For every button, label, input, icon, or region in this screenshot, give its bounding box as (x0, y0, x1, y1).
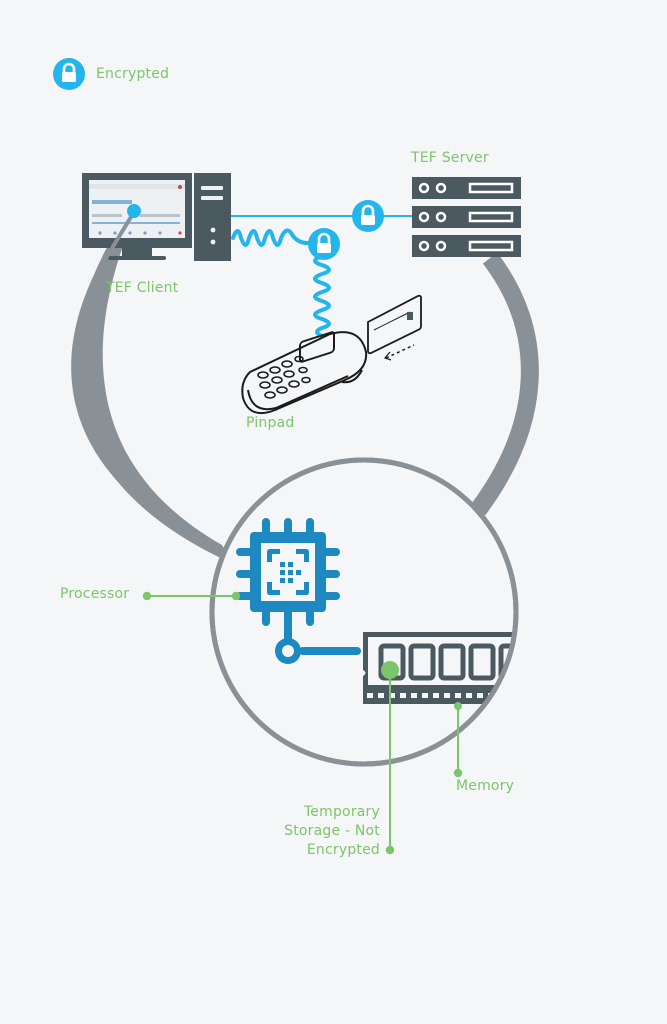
server-unit (412, 235, 521, 257)
tef-client-computer (82, 173, 231, 261)
tef-server-label: TEF Server (411, 150, 489, 166)
pinpad-screen (299, 331, 335, 363)
monitor-base (108, 256, 166, 260)
legend-label: Encrypted (96, 66, 170, 82)
pinpad-label: Pinpad (246, 415, 295, 431)
legend: Encrypted (52, 57, 169, 91)
tef-server-rack (412, 177, 521, 257)
server-unit (412, 206, 521, 228)
server-unit (412, 177, 521, 199)
monitor-neck (122, 248, 152, 256)
client-zoom-connector (71, 218, 230, 560)
temp-storage-line-2: Storage - Not (284, 823, 380, 839)
tef-client-label: TEF Client (106, 280, 179, 296)
memory-label: Memory (456, 778, 515, 794)
chip-pins (236, 518, 340, 626)
lock-icon (352, 200, 384, 232)
temp-storage-line-3: Encrypted (306, 842, 380, 858)
processor-chip (236, 518, 361, 664)
zoom-circle-outline (209, 457, 519, 767)
credit-card (367, 294, 422, 361)
lock-icon (308, 228, 340, 260)
chip-bus (284, 612, 292, 640)
client-pointer-dot (127, 204, 141, 218)
temp-storage-line-1: Temporary (303, 804, 380, 820)
pinpad-coiled-cable (231, 228, 317, 247)
pinpad-device (241, 331, 368, 414)
temp-storage-label: Temporary Storage - Not Encrypted (284, 803, 380, 860)
pinpad-coiled-cable-vertical (313, 254, 331, 338)
lock-icon (53, 58, 85, 90)
server-zoom-connector (470, 252, 539, 516)
processor-label: Processor (60, 586, 130, 602)
temp-storage-callout (381, 661, 399, 855)
client-pointer-line (98, 210, 136, 270)
processor-callout (142, 591, 241, 601)
memory-callout (453, 702, 463, 778)
